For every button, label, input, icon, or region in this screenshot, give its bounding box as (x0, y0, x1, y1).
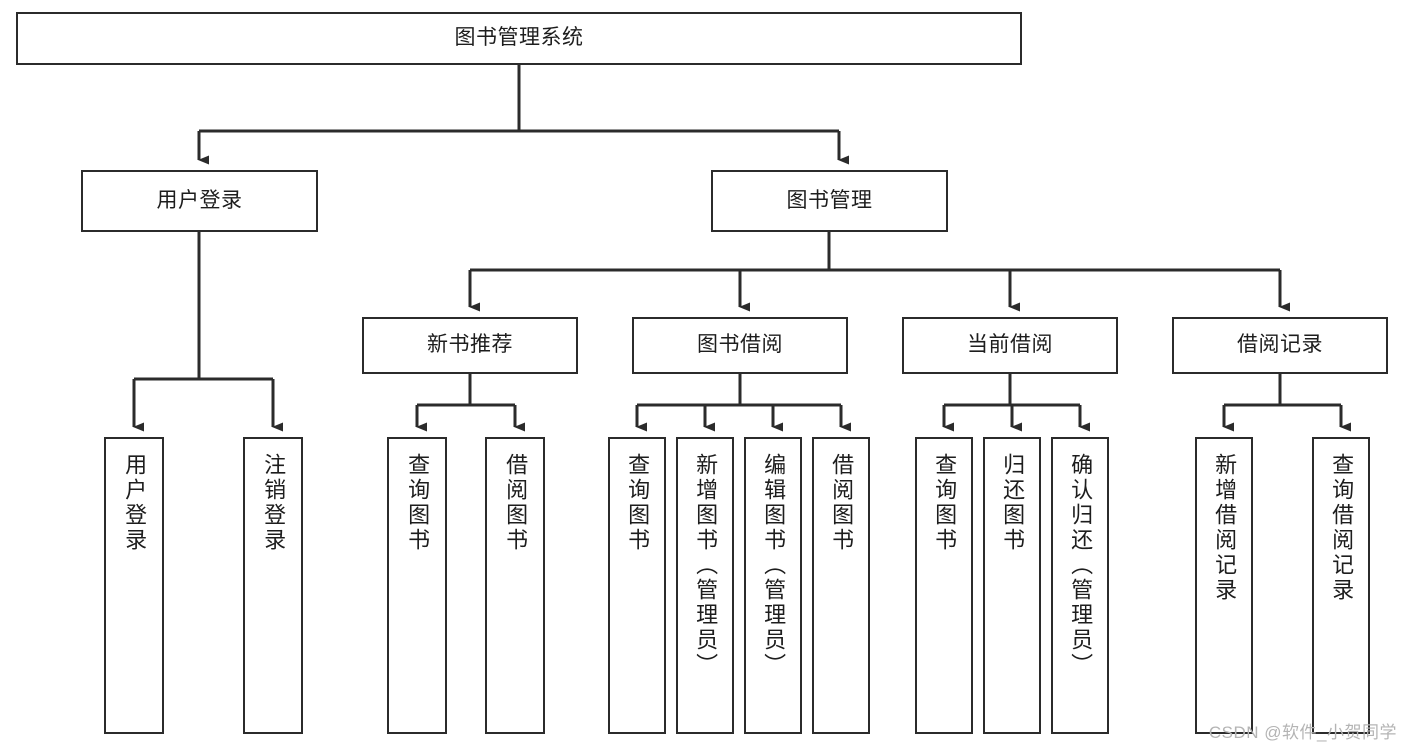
leaf-node[interactable]: 确认归还（管理员） (1051, 437, 1109, 734)
leaf-node-label: 借阅图书 (829, 453, 855, 553)
node-borrow-records[interactable]: 借阅记录 (1172, 317, 1388, 374)
leaf-node[interactable]: 归还图书 (983, 437, 1041, 734)
leaf-node-label: 新增图书（管理员） (693, 453, 719, 678)
node-current-borrow-label: 当前借阅 (967, 333, 1053, 357)
leaf-node[interactable]: 查询图书 (915, 437, 973, 734)
leaf-node[interactable]: 借阅图书 (485, 437, 545, 734)
leaf-node[interactable]: 查询借阅记录 (1312, 437, 1370, 734)
node-user-login-label: 用户登录 (156, 188, 243, 212)
node-borrow-records-label: 借阅记录 (1237, 333, 1323, 357)
leaf-node[interactable]: 借阅图书 (812, 437, 870, 734)
leaf-node-label: 新增借阅记录 (1212, 453, 1238, 603)
leaf-node-label: 注销登录 (261, 453, 287, 553)
node-root-label: 图书管理系统 (454, 26, 584, 50)
node-book-borrow[interactable]: 图书借阅 (632, 317, 848, 374)
node-book-borrow-label: 图书借阅 (697, 333, 783, 357)
csdn-watermark: CSDN @软件_小贺同学 (1208, 723, 1397, 742)
leaf-node-label: 确认归还（管理员） (1068, 453, 1094, 678)
leaf-node[interactable]: 注销登录 (243, 437, 303, 734)
node-new-book-recommend-label: 新书推荐 (427, 333, 513, 357)
node-root[interactable]: 图书管理系统 (16, 12, 1022, 65)
leaf-node[interactable]: 编辑图书（管理员） (744, 437, 802, 734)
leaf-node[interactable]: 用户登录 (104, 437, 164, 734)
leaf-node-label: 查询借阅记录 (1329, 453, 1355, 603)
leaf-node-label: 用户登录 (122, 453, 148, 553)
node-book-management-label: 图书管理 (786, 188, 873, 212)
leaf-node-label: 查询图书 (625, 453, 651, 553)
leaf-node[interactable]: 查询图书 (387, 437, 447, 734)
node-book-management[interactable]: 图书管理 (711, 170, 948, 232)
node-user-login[interactable]: 用户登录 (81, 170, 318, 232)
leaf-node[interactable]: 查询图书 (608, 437, 666, 734)
node-current-borrow[interactable]: 当前借阅 (902, 317, 1118, 374)
leaf-node[interactable]: 新增借阅记录 (1195, 437, 1253, 734)
leaf-node[interactable]: 新增图书（管理员） (676, 437, 734, 734)
leaf-node-label: 查询图书 (932, 453, 958, 553)
leaf-node-label: 借阅图书 (503, 453, 529, 553)
leaf-node-label: 查询图书 (405, 453, 431, 553)
leaf-node-label: 归还图书 (1000, 453, 1026, 553)
leaf-node-label: 编辑图书（管理员） (761, 453, 787, 678)
node-new-book-recommend[interactable]: 新书推荐 (362, 317, 578, 374)
